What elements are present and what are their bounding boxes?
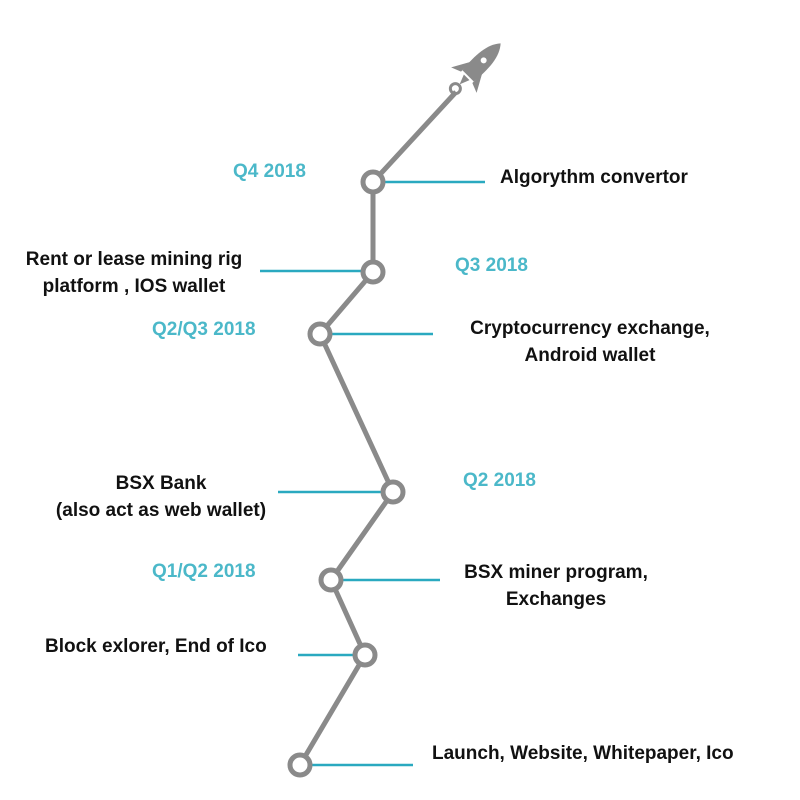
milestone-stage-3-line-1: BSX miner program, xyxy=(464,562,648,583)
milestone-stage-4-line-2: (also act as web wallet) xyxy=(55,500,267,521)
milestone-stage-5-line-2: Android wallet xyxy=(524,345,656,366)
milestone-stage-3-line-2: Exchanges xyxy=(505,589,607,610)
node-stage-3 xyxy=(318,567,344,593)
milestone-stage-7: Algorythm convertor xyxy=(500,164,688,191)
quarter-stage-6: Q3 2018 xyxy=(455,255,528,276)
milestone-stage-3: BSX miner program, Exchanges xyxy=(458,559,654,613)
node-stage-6 xyxy=(360,259,386,285)
milestone-stage-4: BSX Bank (also act as web wallet) xyxy=(45,470,277,524)
milestone-stage-2: Block exlorer, End of Ico xyxy=(45,633,267,660)
milestone-stage-1-line-1: Launch, Website, Whitepaper, Ico xyxy=(432,743,734,764)
node-stage-4 xyxy=(380,479,406,505)
node-stage-2 xyxy=(352,642,378,668)
quarter-stage-4: Q2 2018 xyxy=(463,470,536,491)
roadmap-path xyxy=(297,90,458,767)
node-stage-5 xyxy=(307,321,333,347)
milestone-stage-5-line-1: Cryptocurrency exchange, xyxy=(470,318,710,339)
node-stage-1 xyxy=(287,752,313,778)
quarter-stage-3: Q1/Q2 2018 xyxy=(152,561,256,582)
milestone-stage-6-line-1: Rent or lease mining rig xyxy=(25,249,243,270)
quarter-stage-5: Q2/Q3 2018 xyxy=(152,319,256,340)
milestone-stage-1: Launch, Website, Whitepaper, Ico xyxy=(432,740,734,767)
milestone-stage-2-line-1: Block exlorer, End of Ico xyxy=(45,636,267,657)
milestone-stage-6: Rent or lease mining rig platform , IOS … xyxy=(14,246,254,300)
milestone-stage-7-line-1: Algorythm convertor xyxy=(500,167,688,188)
milestone-stage-6-line-2: platform , IOS wallet xyxy=(42,276,226,297)
quarter-stage-7: Q4 2018 xyxy=(233,161,306,182)
rocket-icon xyxy=(448,43,501,96)
milestone-stage-5: Cryptocurrency exchange, Android wallet xyxy=(455,315,725,369)
milestone-stage-4-line-1: BSX Bank xyxy=(115,473,207,494)
node-stage-7 xyxy=(360,169,386,195)
